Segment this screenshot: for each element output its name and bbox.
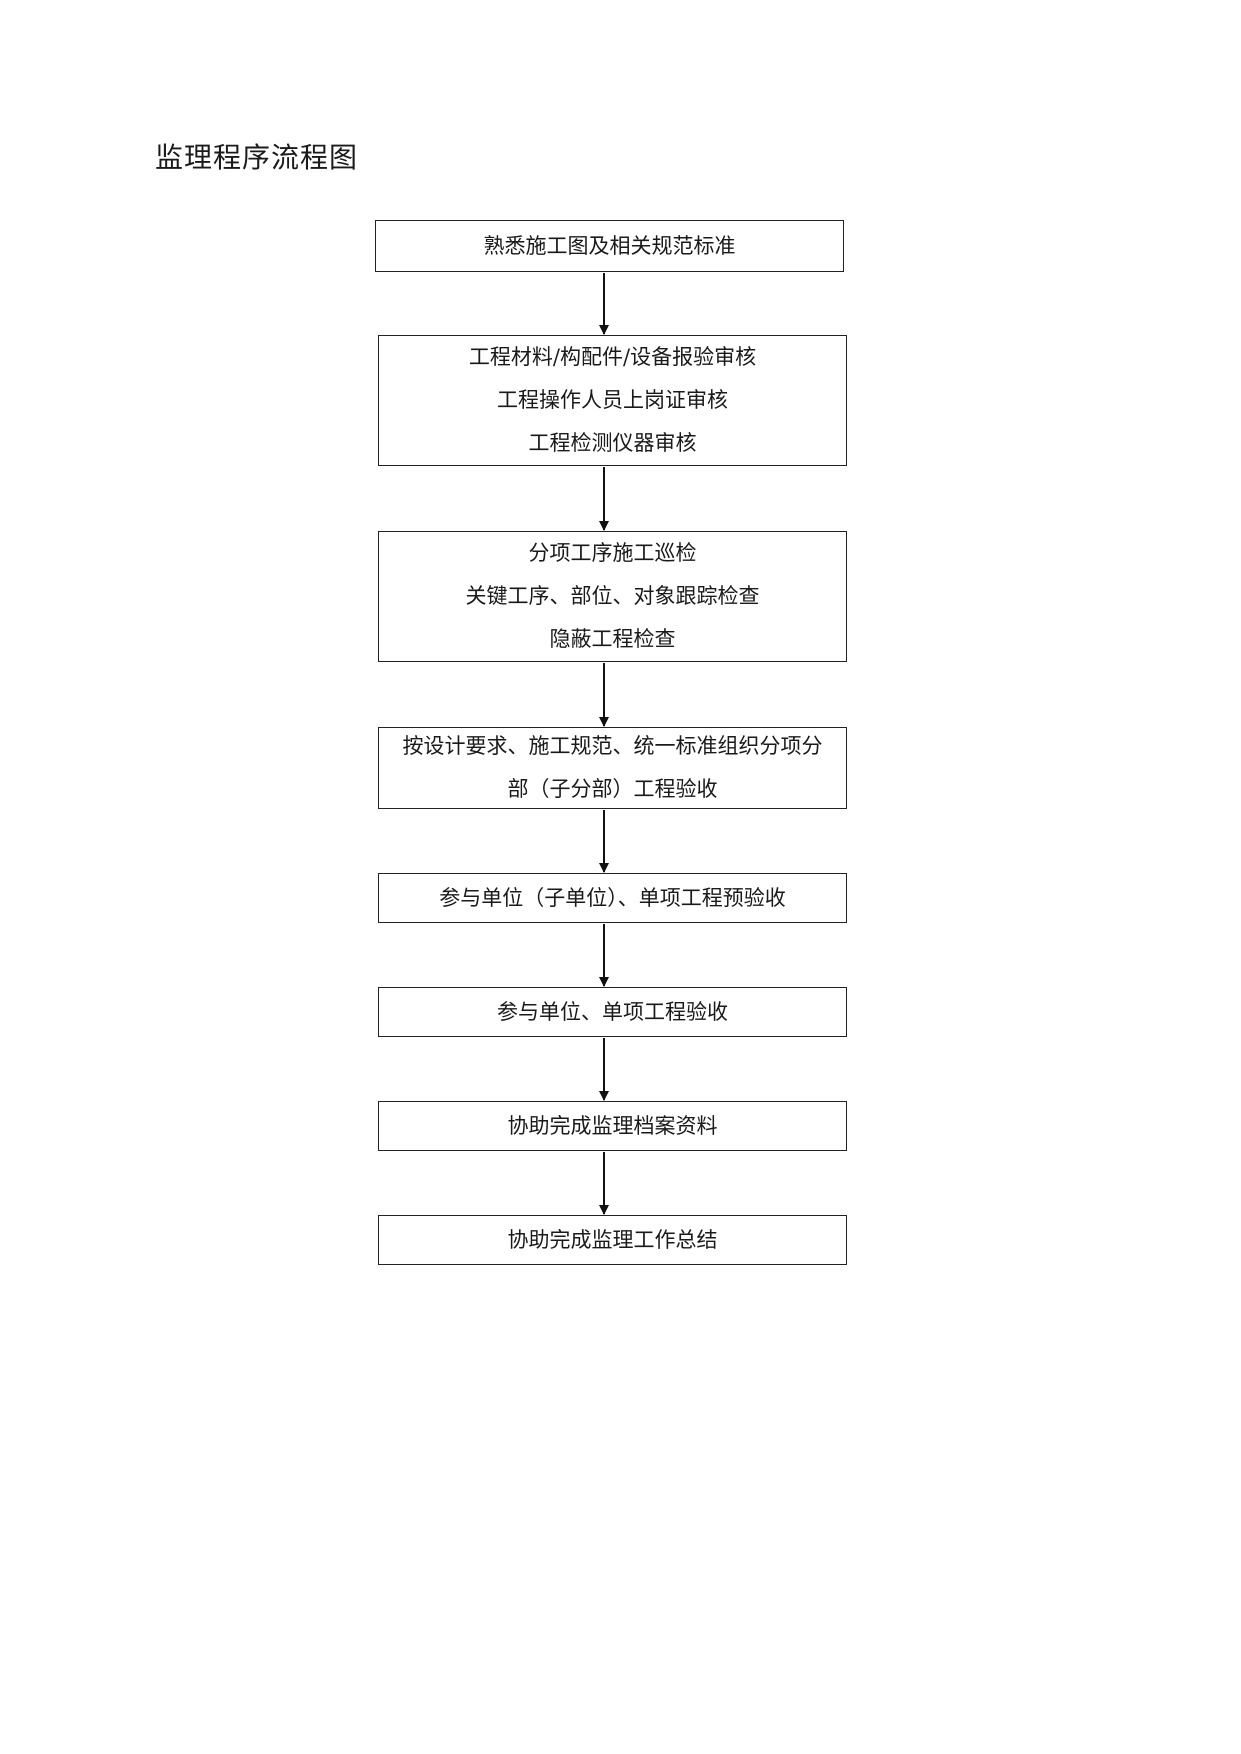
flow-step-1: 熟悉施工图及相关规范标准 [375, 220, 844, 272]
flow-step-3: 分项工序施工巡检 关键工序、部位、对象跟踪检查 隐蔽工程检查 [378, 531, 847, 662]
flow-step-6: 参与单位、单项工程验收 [378, 987, 847, 1037]
flow-step-8: 协助完成监理工作总结 [378, 1215, 847, 1265]
flow-step-7-line-1: 协助完成监理档案资料 [507, 1113, 718, 1138]
flow-step-2: 工程材料/构配件/设备报验审核 工程操作人员上岗证审核 工程检测仪器审核 [378, 335, 847, 466]
flow-step-3-line-2: 关键工序、部位、对象跟踪检查 [465, 584, 760, 608]
flow-step-2-line-2: 工程操作人员上岗证审核 [497, 388, 728, 412]
flow-step-4-line-1: 按设计要求、施工规范、统一标准组织分项分 [402, 734, 823, 758]
flow-step-5: 参与单位（子单位）、单项工程预验收 [378, 873, 847, 923]
flow-step-5-line-1: 参与单位（子单位）、单项工程预验收 [439, 885, 786, 910]
flow-step-4-line-2: 部（子分部）工程验收 [507, 777, 718, 801]
flow-step-6-line-1: 参与单位、单项工程验收 [497, 999, 728, 1024]
flow-step-3-line-1: 分项工序施工巡检 [528, 541, 697, 565]
flow-step-1-line-1: 熟悉施工图及相关规范标准 [483, 233, 736, 258]
page-title: 监理程序流程图 [155, 141, 359, 174]
flow-step-7: 协助完成监理档案资料 [378, 1101, 847, 1151]
flow-step-8-line-1: 协助完成监理工作总结 [507, 1227, 718, 1252]
flow-step-3-line-3: 隐蔽工程检查 [549, 627, 676, 651]
flow-step-2-line-3: 工程检测仪器审核 [528, 431, 697, 455]
flow-step-4: 按设计要求、施工规范、统一标准组织分项分 部（子分部）工程验收 [378, 727, 847, 809]
flow-step-2-line-1: 工程材料/构配件/设备报验审核 [468, 345, 757, 369]
